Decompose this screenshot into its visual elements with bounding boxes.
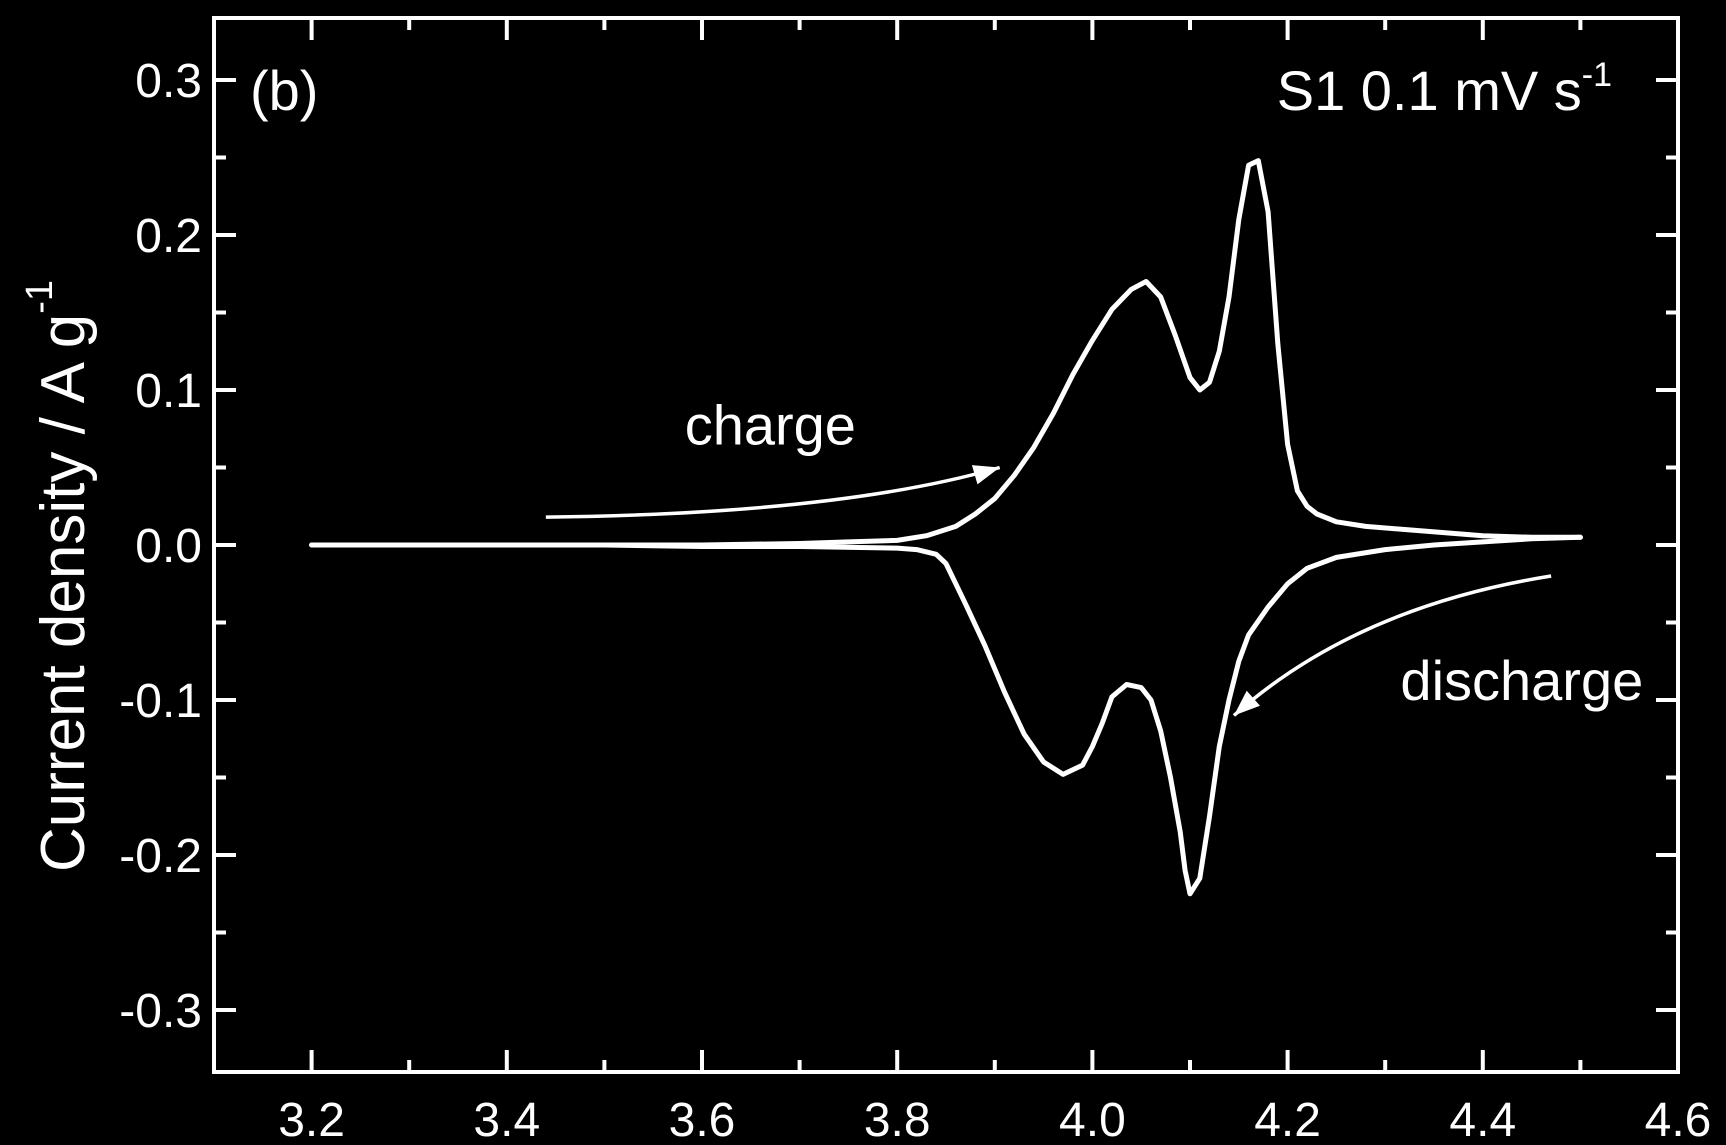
x-tick-label: 4.0	[1059, 1094, 1126, 1145]
sample-label-superscript: -1	[1582, 56, 1612, 94]
discharge-annotation: discharge	[1400, 649, 1643, 712]
y-tick-label: -0.1	[119, 675, 202, 728]
arrow-discharge-head	[1233, 690, 1260, 716]
y-axis-label-superscript: -1	[19, 280, 61, 314]
arrow-discharge-line	[1232, 574, 1552, 717]
x-tick-label: 4.4	[1449, 1094, 1516, 1145]
y-axis-label-text: Current density / A g	[29, 314, 98, 872]
series-line-discharge	[309, 534, 1583, 897]
y-tick-label: 0.3	[135, 55, 202, 108]
sample-label: S1 0.1 mV s-1	[1277, 56, 1612, 122]
x-tick-label: 3.8	[864, 1094, 931, 1145]
y-tick-label: -0.2	[119, 830, 202, 883]
annotation-arrows	[545, 465, 1552, 717]
charge-annotation: charge	[685, 393, 856, 456]
axis-ticks	[212, 18, 1680, 1072]
x-tick-label: 3.2	[278, 1094, 345, 1145]
y-tick-label: 0.0	[135, 520, 202, 573]
arrow-charge-head	[971, 465, 1000, 485]
x-tick-label: 4.6	[1645, 1094, 1712, 1145]
x-tick-label: 4.2	[1254, 1094, 1321, 1145]
arrow-charge-line	[545, 465, 1001, 519]
panel-label: (b)	[250, 59, 318, 122]
x-tick-label: 3.4	[473, 1094, 540, 1145]
y-axis-label: Current density / A g-1	[19, 280, 98, 872]
x-tick-label: 3.6	[669, 1094, 736, 1145]
y-tick-label: 0.1	[135, 365, 202, 418]
plot-frame	[212, 16, 1680, 1074]
series-line-charge	[309, 158, 1583, 548]
y-tick-label: 0.2	[135, 210, 202, 263]
tick-labels: 3.2 3.4 3.6 3.8 4.0 4.2 4.4 4.6 -0.3 -0.2 -0.1 0.0 0…	[119, 55, 1711, 1145]
sample-label-text: S1 0.1 mV s	[1277, 59, 1582, 122]
y-tick-label: -0.3	[119, 985, 202, 1038]
plot-area	[309, 158, 1583, 897]
